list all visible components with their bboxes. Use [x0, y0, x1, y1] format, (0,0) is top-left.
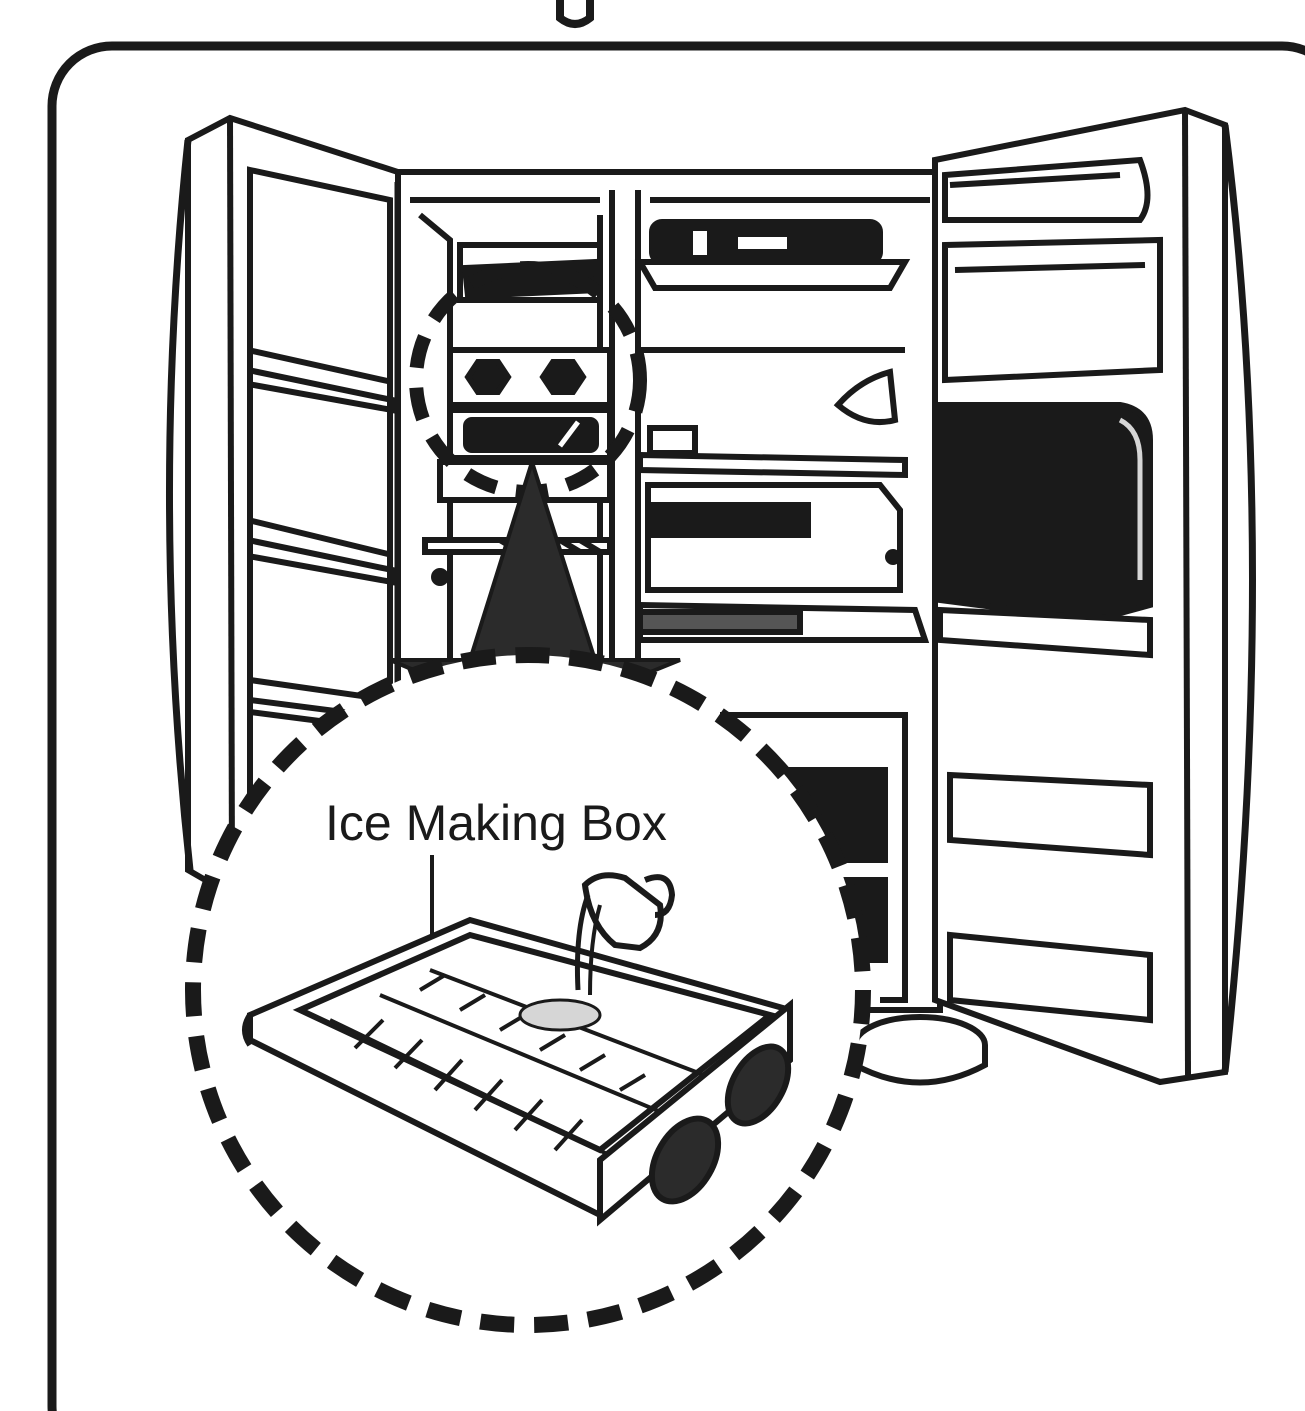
- top-cutoff-mark: [560, 0, 590, 24]
- ice-making-box-label: Ice Making Box: [325, 795, 667, 851]
- right-door: [935, 110, 1253, 1082]
